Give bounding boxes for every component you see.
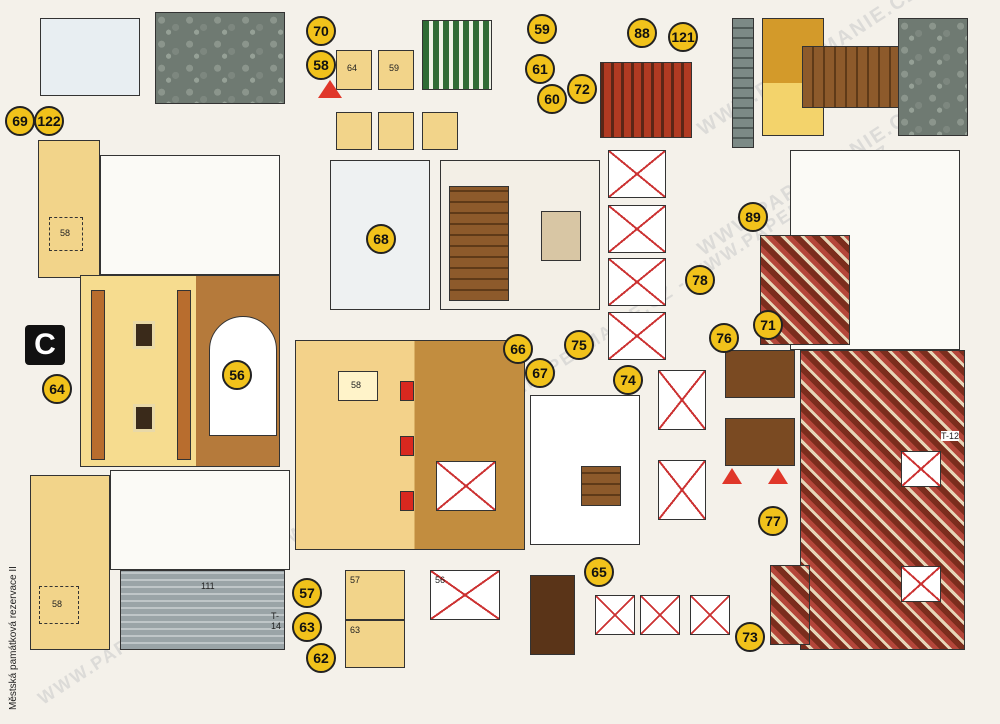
- facade-window-cross: [436, 461, 496, 511]
- part-left-gable-window: 58: [49, 217, 83, 251]
- part-dormer-63: 63: [345, 620, 405, 668]
- part-wall-67: [530, 395, 640, 545]
- part-tiled-roof-lower: [770, 565, 810, 645]
- facade-window-1: [133, 321, 155, 349]
- badge-89: 89: [738, 202, 768, 232]
- badge-65: 65: [584, 557, 614, 587]
- roof-window-2: [901, 566, 941, 602]
- label-57: 57: [350, 575, 361, 585]
- column-1: [91, 290, 105, 460]
- facade-red-1: [400, 381, 414, 401]
- roof-window-1: [901, 451, 941, 487]
- part-tiled-roof-main: T-12: [800, 350, 965, 650]
- part-window-73c: [690, 595, 730, 635]
- badge-77: 77: [758, 506, 788, 536]
- part-window-59: 59: [378, 50, 414, 90]
- facade-red-2: [400, 436, 414, 456]
- frame-3: [608, 258, 666, 306]
- label-T14: T-14: [271, 611, 282, 631]
- part-window-59b: [378, 112, 414, 150]
- part-window-59c: [422, 112, 458, 150]
- frame-6: [658, 460, 706, 520]
- part-window-56-small: 56: [430, 570, 500, 620]
- label-T12: T-12: [941, 431, 960, 441]
- part-paving: 111 T-14: [120, 570, 285, 650]
- part-window-73a: [595, 595, 635, 635]
- part-window-64b: [336, 112, 372, 150]
- part-lower-gable-window: 58: [39, 586, 79, 624]
- part-window-76b: [725, 418, 795, 466]
- part-door-65: [530, 575, 575, 655]
- part-left-gable: 58: [38, 140, 100, 278]
- part-facade-columns: [80, 275, 280, 467]
- badge-76: 76: [709, 323, 739, 353]
- part-white-wall-lower: [110, 470, 290, 570]
- badge-78: 78: [685, 265, 715, 295]
- part-facade-58: 58: [295, 340, 525, 550]
- red-arrow-icon: [722, 468, 742, 484]
- label-56: 56: [435, 575, 446, 585]
- part-roof-88: [600, 62, 692, 138]
- part-dormer-57: 57: [345, 570, 405, 620]
- facade-window-2: [133, 404, 155, 432]
- badge-67: 67: [525, 358, 555, 388]
- sheet-footer: Městská památková rezervace II: [8, 566, 19, 710]
- part-white-wall-left: [100, 155, 280, 275]
- badge-61: 61: [525, 54, 555, 84]
- badge-60: 60: [537, 84, 567, 114]
- sheet-letter: C: [25, 325, 65, 365]
- part-cobblestone-1: [155, 12, 285, 104]
- badge-57: 57: [292, 578, 322, 608]
- part-cobblestone-2: [898, 18, 968, 136]
- badge-68: 68: [366, 224, 396, 254]
- label-58-top: 58: [60, 228, 71, 238]
- facade-panel-1: 58: [338, 371, 378, 401]
- column-2: [177, 290, 191, 460]
- badge-63: 63: [292, 612, 322, 642]
- part-blank-top-left: [40, 18, 140, 96]
- badge-69: 69: [5, 106, 35, 136]
- badge-74: 74: [613, 365, 643, 395]
- part-shutters-grid: [422, 20, 492, 90]
- red-arrow-icon: [318, 80, 342, 98]
- part-67-door: [581, 466, 621, 506]
- badge-62: 62: [306, 643, 336, 673]
- frame-5: [658, 370, 706, 430]
- label-58-lower: 58: [52, 599, 63, 609]
- gate-planks: [449, 186, 509, 301]
- frame-4: [608, 312, 666, 360]
- badge-122: 122: [34, 106, 64, 136]
- badge-88: 88: [627, 18, 657, 48]
- badge-73: 73: [735, 622, 765, 652]
- label-64: 64: [347, 63, 358, 73]
- red-arrow-icon: [768, 468, 788, 484]
- badge-75: 75: [564, 330, 594, 360]
- badge-64: 64: [42, 374, 72, 404]
- badge-59: 59: [527, 14, 557, 44]
- label-58-facade: 58: [351, 380, 362, 390]
- badge-58: 58: [306, 50, 336, 80]
- badge-72: 72: [567, 74, 597, 104]
- label-111: 111: [201, 581, 215, 591]
- badge-121: 121: [668, 22, 698, 52]
- facade-red-3: [400, 491, 414, 511]
- frame-1: [608, 150, 666, 198]
- frame-2: [608, 205, 666, 253]
- gate-door: [541, 211, 581, 261]
- part-chimney-strip: [732, 18, 754, 148]
- label-63: 63: [350, 625, 361, 635]
- badge-71: 71: [753, 310, 783, 340]
- badge-56: 56: [222, 360, 252, 390]
- part-left-lower-gable: 58: [30, 475, 110, 650]
- part-window-73b: [640, 595, 680, 635]
- part-wood-gate-66: [440, 160, 600, 310]
- badge-70: 70: [306, 16, 336, 46]
- label-59: 59: [389, 63, 400, 73]
- part-window-76a: [725, 350, 795, 398]
- part-window-64: 64: [336, 50, 372, 90]
- badge-66: 66: [503, 334, 533, 364]
